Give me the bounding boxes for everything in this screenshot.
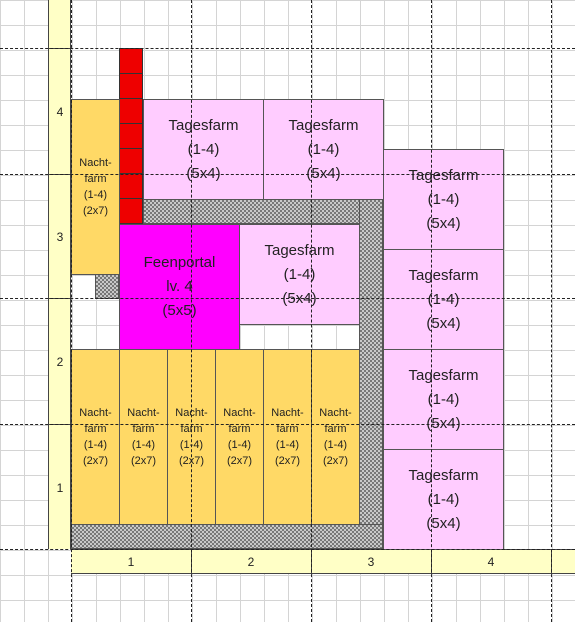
- day-farm: Tagesfarm (1-4) (5x4): [143, 99, 264, 200]
- guide-line: [0, 174, 575, 175]
- night-farm-size: (2x7): [226, 455, 253, 467]
- day-farm: Tagesfarm (1-4) (5x4): [239, 224, 360, 325]
- day-farm-level: (1-4): [427, 390, 460, 408]
- day-farm-name: Tagesfarm: [408, 366, 479, 384]
- day-farm-name: Tagesfarm: [264, 241, 335, 259]
- night-farm-name-2: farm: [84, 423, 107, 435]
- day-farm-name: Tagesfarm: [408, 266, 479, 284]
- day-farm-size: (5x4): [426, 314, 461, 332]
- road-bottom: [71, 524, 383, 549]
- guide-line: [0, 298, 575, 299]
- night-farm: Nacht- farm (1-4) (2x7): [119, 349, 168, 525]
- night-farm-name-2: farm: [132, 423, 155, 435]
- night-farm-name: Nacht-: [223, 407, 256, 419]
- day-farm-name: Tagesfarm: [288, 116, 359, 134]
- day-farm-name: Tagesfarm: [408, 166, 479, 184]
- night-farm: Nacht- farm (1-4) (2x7): [263, 349, 312, 525]
- guide-line: [191, 0, 192, 622]
- night-farm-size: (2x7): [130, 455, 157, 467]
- road-small: [95, 274, 119, 299]
- fairy-portal: Feenportal lv. 4 (5x5): [119, 224, 240, 350]
- guide-line: [0, 48, 575, 49]
- road-top: [143, 199, 383, 224]
- night-farm: Nacht- farm (1-4) (2x7): [71, 99, 120, 275]
- guide-line: [431, 0, 432, 622]
- day-farm-size: (5x4): [426, 214, 461, 232]
- night-farm-level: (1-4): [83, 439, 108, 451]
- night-farm-name: Nacht-: [79, 157, 112, 169]
- day-farm-level: (1-4): [427, 190, 460, 208]
- night-farm-name-2: farm: [324, 423, 347, 435]
- day-farm-size: (5x4): [186, 164, 221, 182]
- y-tick-label: 1: [56, 481, 64, 495]
- guide-line: [551, 0, 552, 622]
- night-farm-name-2: farm: [228, 423, 251, 435]
- day-farm-level: (1-4): [307, 140, 340, 158]
- day-farm: Tagesfarm (1-4) (5x4): [383, 449, 504, 550]
- day-farm: Tagesfarm (1-4) (5x4): [383, 349, 504, 450]
- x-tick-label: 1: [127, 555, 135, 569]
- y-tick-label: 4: [56, 105, 64, 119]
- vertical-axis: [48, 0, 71, 549]
- night-farm-size: (2x7): [82, 455, 109, 467]
- day-farm-level: (1-4): [427, 490, 460, 508]
- night-farm-name: Nacht-: [127, 407, 160, 419]
- night-farm: Nacht- farm (1-4) (2x7): [215, 349, 264, 525]
- day-farm-name: Tagesfarm: [408, 466, 479, 484]
- x-tick-label: 3: [367, 555, 375, 569]
- road-right: [359, 199, 383, 549]
- day-farm-level: (1-4): [283, 265, 316, 283]
- night-farm-size: (2x7): [274, 455, 301, 467]
- y-tick-label: 3: [56, 230, 64, 244]
- day-farm: Tagesfarm (1-4) (5x4): [263, 99, 384, 200]
- night-farm-size: (2x7): [82, 205, 109, 217]
- night-farm-level: (1-4): [131, 439, 156, 451]
- guide-line: [311, 0, 312, 622]
- guide-line: [71, 0, 72, 622]
- night-farm-name-2: farm: [84, 173, 107, 185]
- portal-size: (5x5): [162, 302, 197, 319]
- day-farm-size: (5x4): [426, 514, 461, 532]
- night-farm-level: (1-4): [323, 439, 348, 451]
- day-farm: Tagesfarm (1-4) (5x4): [383, 149, 504, 250]
- night-farm-size: (2x7): [322, 455, 349, 467]
- guide-line: [0, 424, 575, 425]
- red-column: [119, 48, 143, 224]
- portal-name: Feenportal: [143, 254, 216, 271]
- portal-level: lv. 4: [166, 278, 193, 295]
- night-farm-name: Nacht-: [319, 407, 352, 419]
- night-farm: Nacht- farm (1-4) (2x7): [71, 349, 120, 525]
- day-farm-level: (1-4): [187, 140, 220, 158]
- y-tick-label: 2: [56, 355, 64, 369]
- night-farm-level: (1-4): [275, 439, 300, 451]
- x-tick-label: 2: [247, 555, 255, 569]
- day-farm-level: (1-4): [427, 290, 460, 308]
- night-farm: Nacht- farm (1-4) (2x7): [311, 349, 360, 525]
- night-farm-level: (1-4): [227, 439, 252, 451]
- x-tick-label: 4: [487, 555, 495, 569]
- night-farm-name: Nacht-: [79, 407, 112, 419]
- day-farm: Tagesfarm (1-4) (5x4): [383, 249, 504, 350]
- day-farm-size: (5x4): [306, 164, 341, 182]
- night-farm-name-2: farm: [276, 423, 299, 435]
- day-farm-size: (5x4): [426, 414, 461, 432]
- night-farm-level: (1-4): [83, 189, 108, 201]
- night-farm-name: Nacht-: [271, 407, 304, 419]
- day-farm-name: Tagesfarm: [168, 116, 239, 134]
- guide-line: [0, 549, 575, 550]
